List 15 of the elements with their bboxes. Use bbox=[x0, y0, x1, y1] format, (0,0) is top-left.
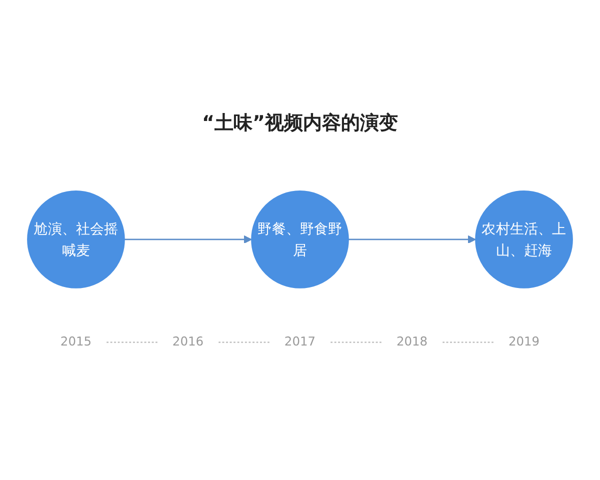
node-text: 2018 bbox=[396, 334, 428, 350]
arrow bbox=[348, 235, 476, 244]
node-circle: 农村生活、上山、赶海 bbox=[475, 190, 573, 288]
node-circle: 尬演、社会摇喊麦 bbox=[27, 190, 125, 288]
node-text: 2017 bbox=[284, 334, 316, 350]
node-text: 2019 bbox=[508, 334, 540, 350]
diagram-title: “土味”视频内容的演变 bbox=[202, 111, 398, 136]
arrow bbox=[124, 235, 252, 244]
node-text: 2016 bbox=[172, 334, 204, 350]
connector bbox=[330, 342, 382, 343]
node-text: 2015 bbox=[60, 334, 92, 350]
connector bbox=[218, 342, 270, 343]
connector bbox=[106, 342, 158, 343]
node-circle: 野餐、野食野居 bbox=[251, 190, 349, 288]
connector bbox=[442, 342, 494, 343]
